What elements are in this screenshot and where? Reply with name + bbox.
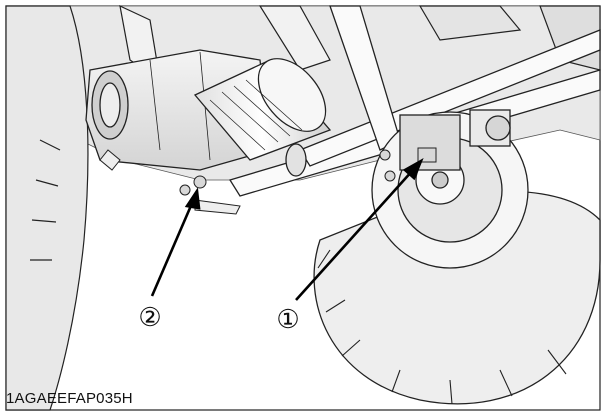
rear-wheel [313,109,601,405]
leader-line-1 [295,169,414,301]
figure-caption: 1AGAEEFAP035H [6,390,133,407]
callout-2-label: ② [138,302,161,332]
callout-2: ② [138,302,161,332]
callout-1: ① [276,304,299,334]
cylinder-filter [193,58,332,161]
callout-1-label: ① [276,304,299,334]
gear-case [85,49,271,171]
arrowhead-1 [402,158,424,181]
callout-leaders [150,158,424,301]
leader-line-2 [150,200,195,297]
left-tire [5,5,89,411]
chassis-frame [119,4,601,82]
arrowhead-2 [184,187,201,210]
bolts [99,147,437,215]
